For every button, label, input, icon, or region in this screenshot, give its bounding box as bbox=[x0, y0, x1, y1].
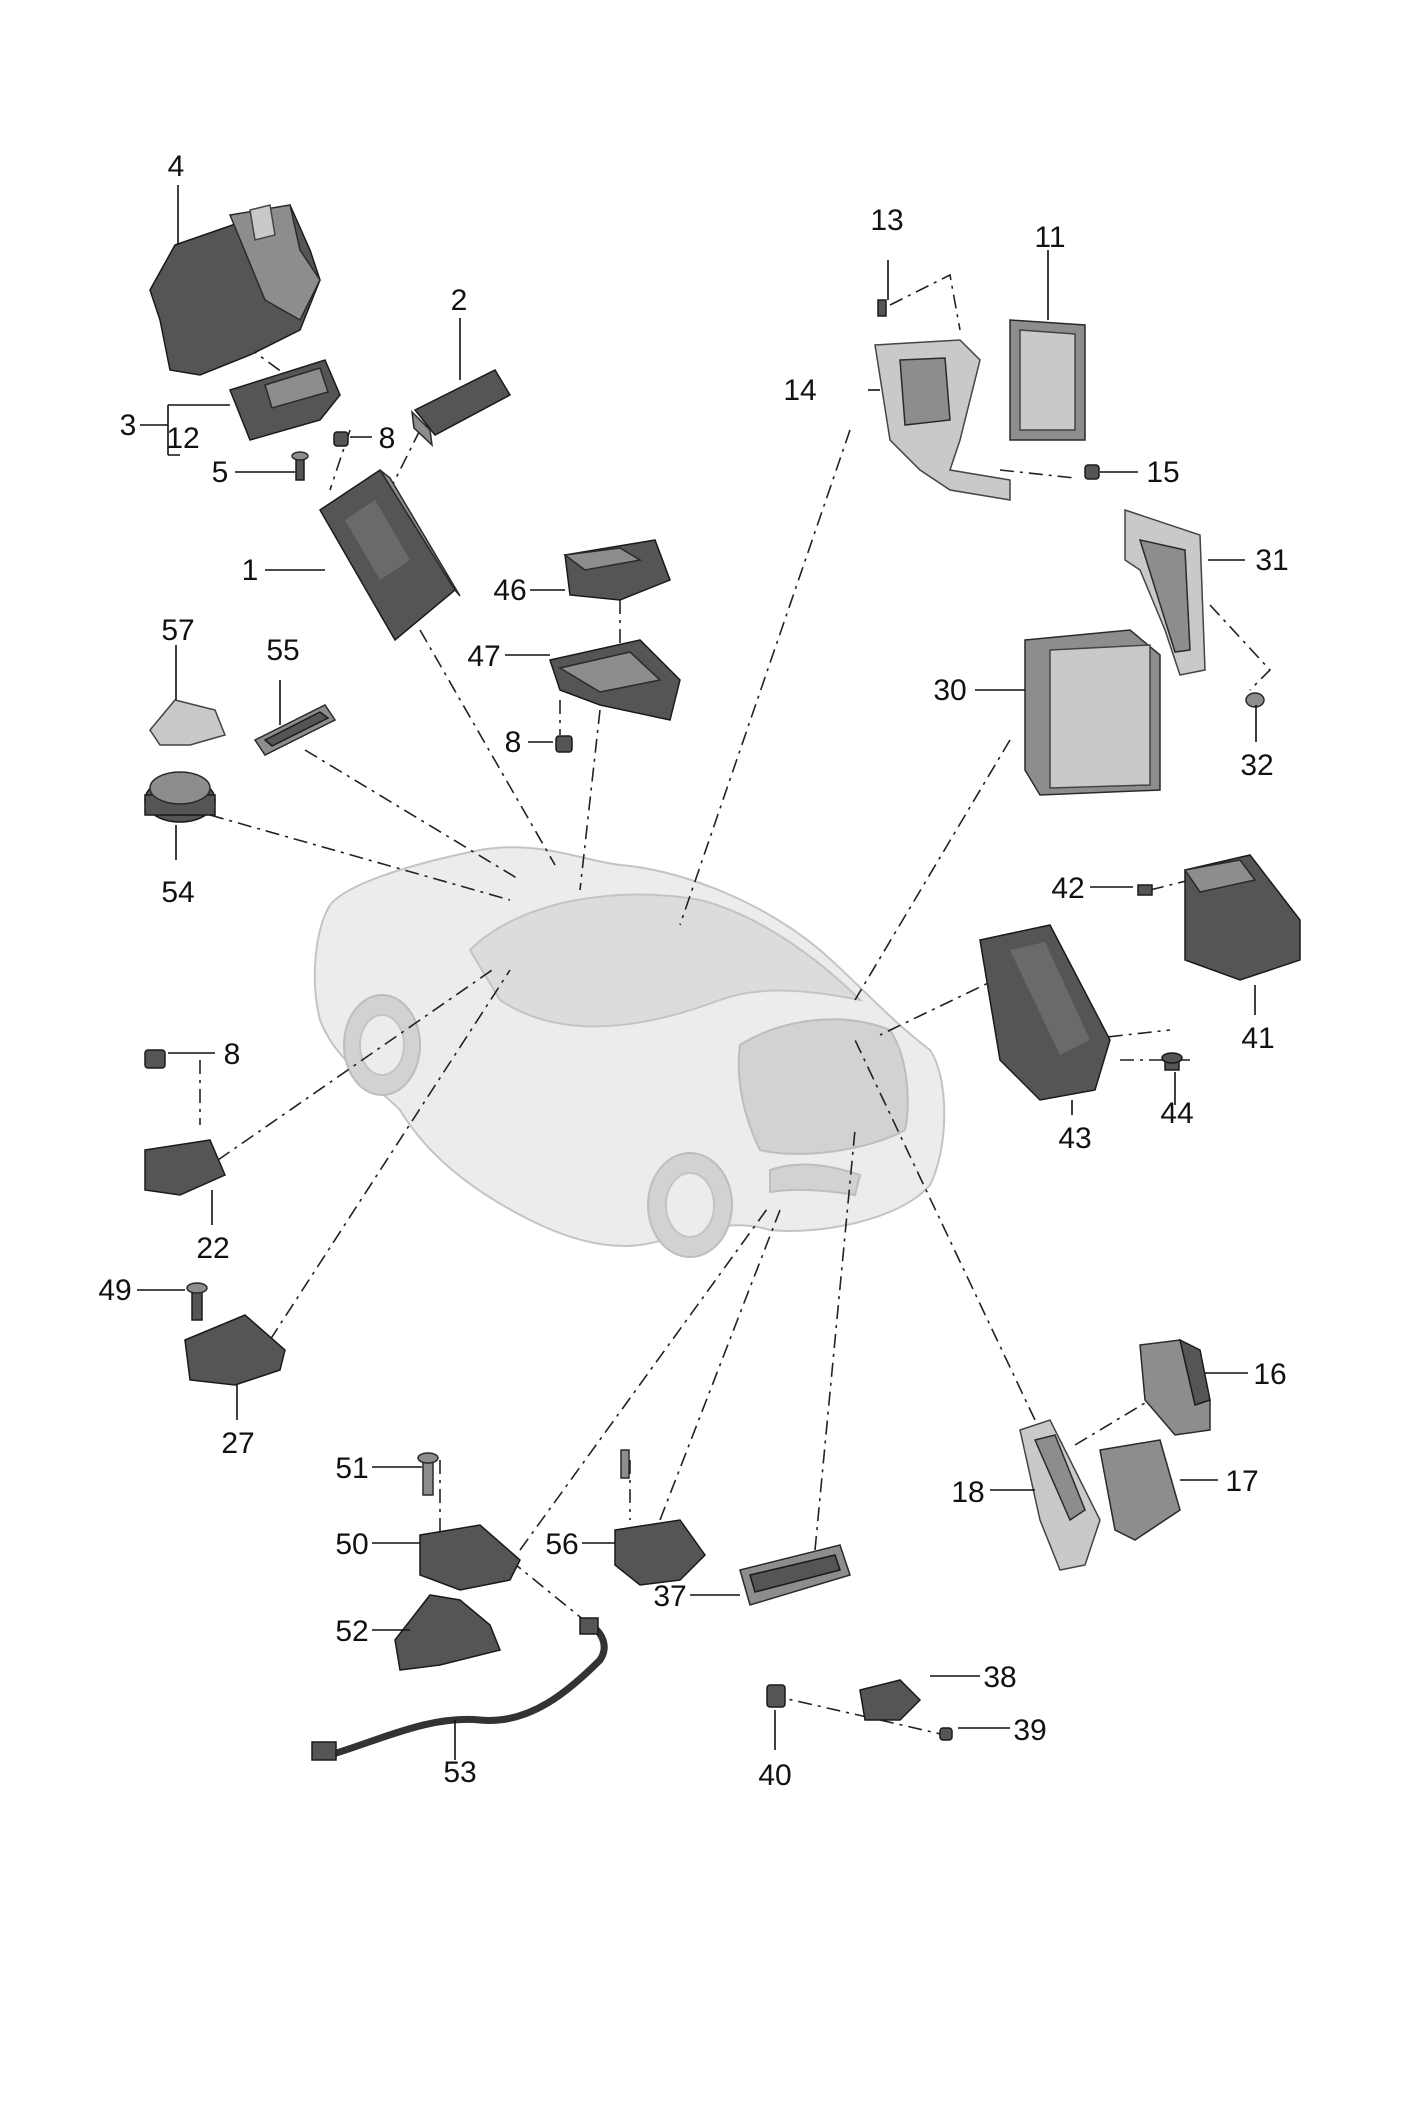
part-8-nut-left bbox=[144, 1049, 166, 1069]
part-14-bracket bbox=[874, 339, 1011, 501]
part-41-module bbox=[1183, 854, 1301, 981]
part-44-screw bbox=[1161, 1052, 1183, 1071]
label-31: 31 bbox=[1255, 544, 1288, 577]
label-53: 53 bbox=[443, 1756, 476, 1789]
label-40: 40 bbox=[758, 1759, 791, 1792]
part-40-clip bbox=[766, 1684, 786, 1708]
part-46-module bbox=[563, 539, 671, 601]
part-27-module bbox=[184, 1314, 286, 1386]
part-47-bracket bbox=[549, 639, 681, 721]
label-8: 8 bbox=[224, 1038, 241, 1071]
part-53-wiring-harness bbox=[311, 1617, 608, 1761]
label-22: 22 bbox=[196, 1232, 229, 1265]
label-16: 16 bbox=[1253, 1358, 1286, 1391]
label-42: 42 bbox=[1051, 872, 1084, 905]
part-42-screw bbox=[1137, 884, 1153, 896]
label-5: 5 bbox=[212, 456, 229, 489]
label-8: 8 bbox=[379, 422, 396, 455]
label-51: 51 bbox=[335, 1452, 368, 1485]
part-11-control-unit bbox=[1009, 319, 1086, 441]
label-1: 1 bbox=[242, 554, 259, 587]
label-39: 39 bbox=[1013, 1714, 1046, 1747]
part-5-screw bbox=[291, 451, 309, 481]
label-49: 49 bbox=[98, 1274, 131, 1307]
part-8-nut-top bbox=[333, 431, 349, 447]
part-37-module bbox=[739, 1544, 851, 1606]
label-27: 27 bbox=[221, 1427, 254, 1460]
label-52: 52 bbox=[335, 1615, 368, 1648]
part-17-module bbox=[1099, 1439, 1181, 1541]
label-50: 50 bbox=[335, 1528, 368, 1561]
label-2: 2 bbox=[451, 284, 468, 317]
part-22-module bbox=[144, 1139, 226, 1196]
label-41: 41 bbox=[1241, 1022, 1274, 1055]
part-32-nut bbox=[1245, 692, 1265, 708]
label-38: 38 bbox=[983, 1661, 1016, 1694]
part-4-housing bbox=[149, 204, 321, 376]
part-39-nut bbox=[939, 1727, 953, 1741]
part-38-sensor bbox=[859, 1679, 922, 1721]
label-54: 54 bbox=[161, 876, 194, 909]
part-56-module bbox=[614, 1449, 706, 1586]
part-57-clip bbox=[149, 699, 227, 746]
label-8: 8 bbox=[505, 726, 522, 759]
part-51-screw bbox=[417, 1452, 439, 1496]
label-57: 57 bbox=[161, 614, 194, 647]
part-30-control-unit bbox=[1024, 629, 1161, 796]
part-50-module bbox=[419, 1524, 521, 1591]
part-31-bracket bbox=[1124, 508, 1206, 676]
label-12: 12 bbox=[166, 422, 199, 455]
part-43-control-unit bbox=[979, 924, 1111, 1101]
label-47: 47 bbox=[467, 640, 500, 673]
label-43: 43 bbox=[1058, 1122, 1091, 1155]
part-2-cover bbox=[410, 369, 512, 447]
assignment-lines bbox=[199, 273, 1272, 1736]
part-54-sounder bbox=[144, 771, 216, 823]
label-46: 46 bbox=[493, 574, 526, 607]
label-18: 18 bbox=[951, 1476, 984, 1509]
label-30: 30 bbox=[933, 674, 966, 707]
label-44: 44 bbox=[1160, 1097, 1193, 1130]
label-14: 14 bbox=[783, 374, 816, 407]
part-55-sensor bbox=[253, 704, 337, 756]
leader-lines bbox=[137, 185, 1257, 1760]
part-18-bracket bbox=[1019, 1419, 1101, 1571]
label-4: 4 bbox=[168, 150, 185, 183]
part-49-screw bbox=[186, 1282, 208, 1321]
part-8-nut-mid bbox=[555, 735, 573, 753]
label-56: 56 bbox=[545, 1528, 578, 1561]
part-3-bracket bbox=[229, 359, 341, 441]
part-52-bracket bbox=[394, 1594, 502, 1671]
label-11: 11 bbox=[1034, 221, 1065, 254]
part-16-module bbox=[1139, 1338, 1211, 1436]
part-13-screw bbox=[877, 299, 887, 317]
callout-labels: 4 2 3 12 8 5 1 13 11 14 15 31 46 47 30 8… bbox=[98, 150, 1288, 1792]
label-55: 55 bbox=[266, 634, 299, 667]
label-32: 32 bbox=[1240, 749, 1273, 782]
label-15: 15 bbox=[1146, 456, 1179, 489]
label-17: 17 bbox=[1225, 1465, 1258, 1498]
label-13: 13 bbox=[870, 204, 903, 237]
part-1-control-unit bbox=[318, 468, 461, 642]
label-3: 3 bbox=[120, 409, 137, 442]
label-37: 37 bbox=[653, 1580, 686, 1613]
vehicle-illustration bbox=[313, 846, 946, 1258]
part-15-nut bbox=[1084, 464, 1100, 480]
